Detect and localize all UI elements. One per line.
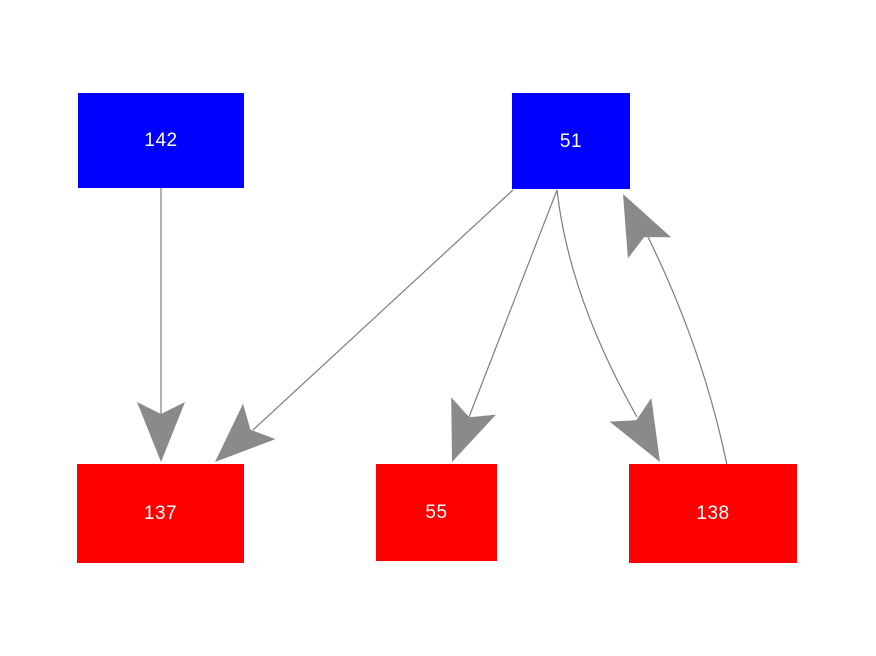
edge-51-to-137-line xyxy=(252,189,514,431)
node-142: 142 xyxy=(78,93,244,188)
node-55: 55 xyxy=(376,464,497,561)
node-138: 138 xyxy=(629,464,797,563)
edge-51-to-138 xyxy=(556,189,681,474)
node-137: 137 xyxy=(77,464,244,563)
edge-51-to-55 xyxy=(429,189,558,471)
edge-51-to-137 xyxy=(198,189,514,480)
edge-51-to-55-arrowhead-icon xyxy=(429,397,496,471)
edge-51-to-138-arrowhead-icon xyxy=(609,397,681,474)
edge-142-to-137 xyxy=(137,188,185,462)
node-138-label: 138 xyxy=(696,503,730,524)
edge-138-to-51 xyxy=(601,183,728,466)
edge-51-to-138-line xyxy=(556,189,638,418)
node-55-label: 55 xyxy=(425,502,448,523)
node-51-label: 51 xyxy=(559,130,583,152)
node-137-label: 137 xyxy=(143,503,178,524)
edge-138-to-51-arrowhead-icon xyxy=(601,183,672,259)
node-51: 51 xyxy=(512,93,630,189)
edge-138-to-51-line xyxy=(647,236,728,466)
node-142-label: 142 xyxy=(144,130,178,151)
edge-51-to-55-line xyxy=(468,189,558,418)
